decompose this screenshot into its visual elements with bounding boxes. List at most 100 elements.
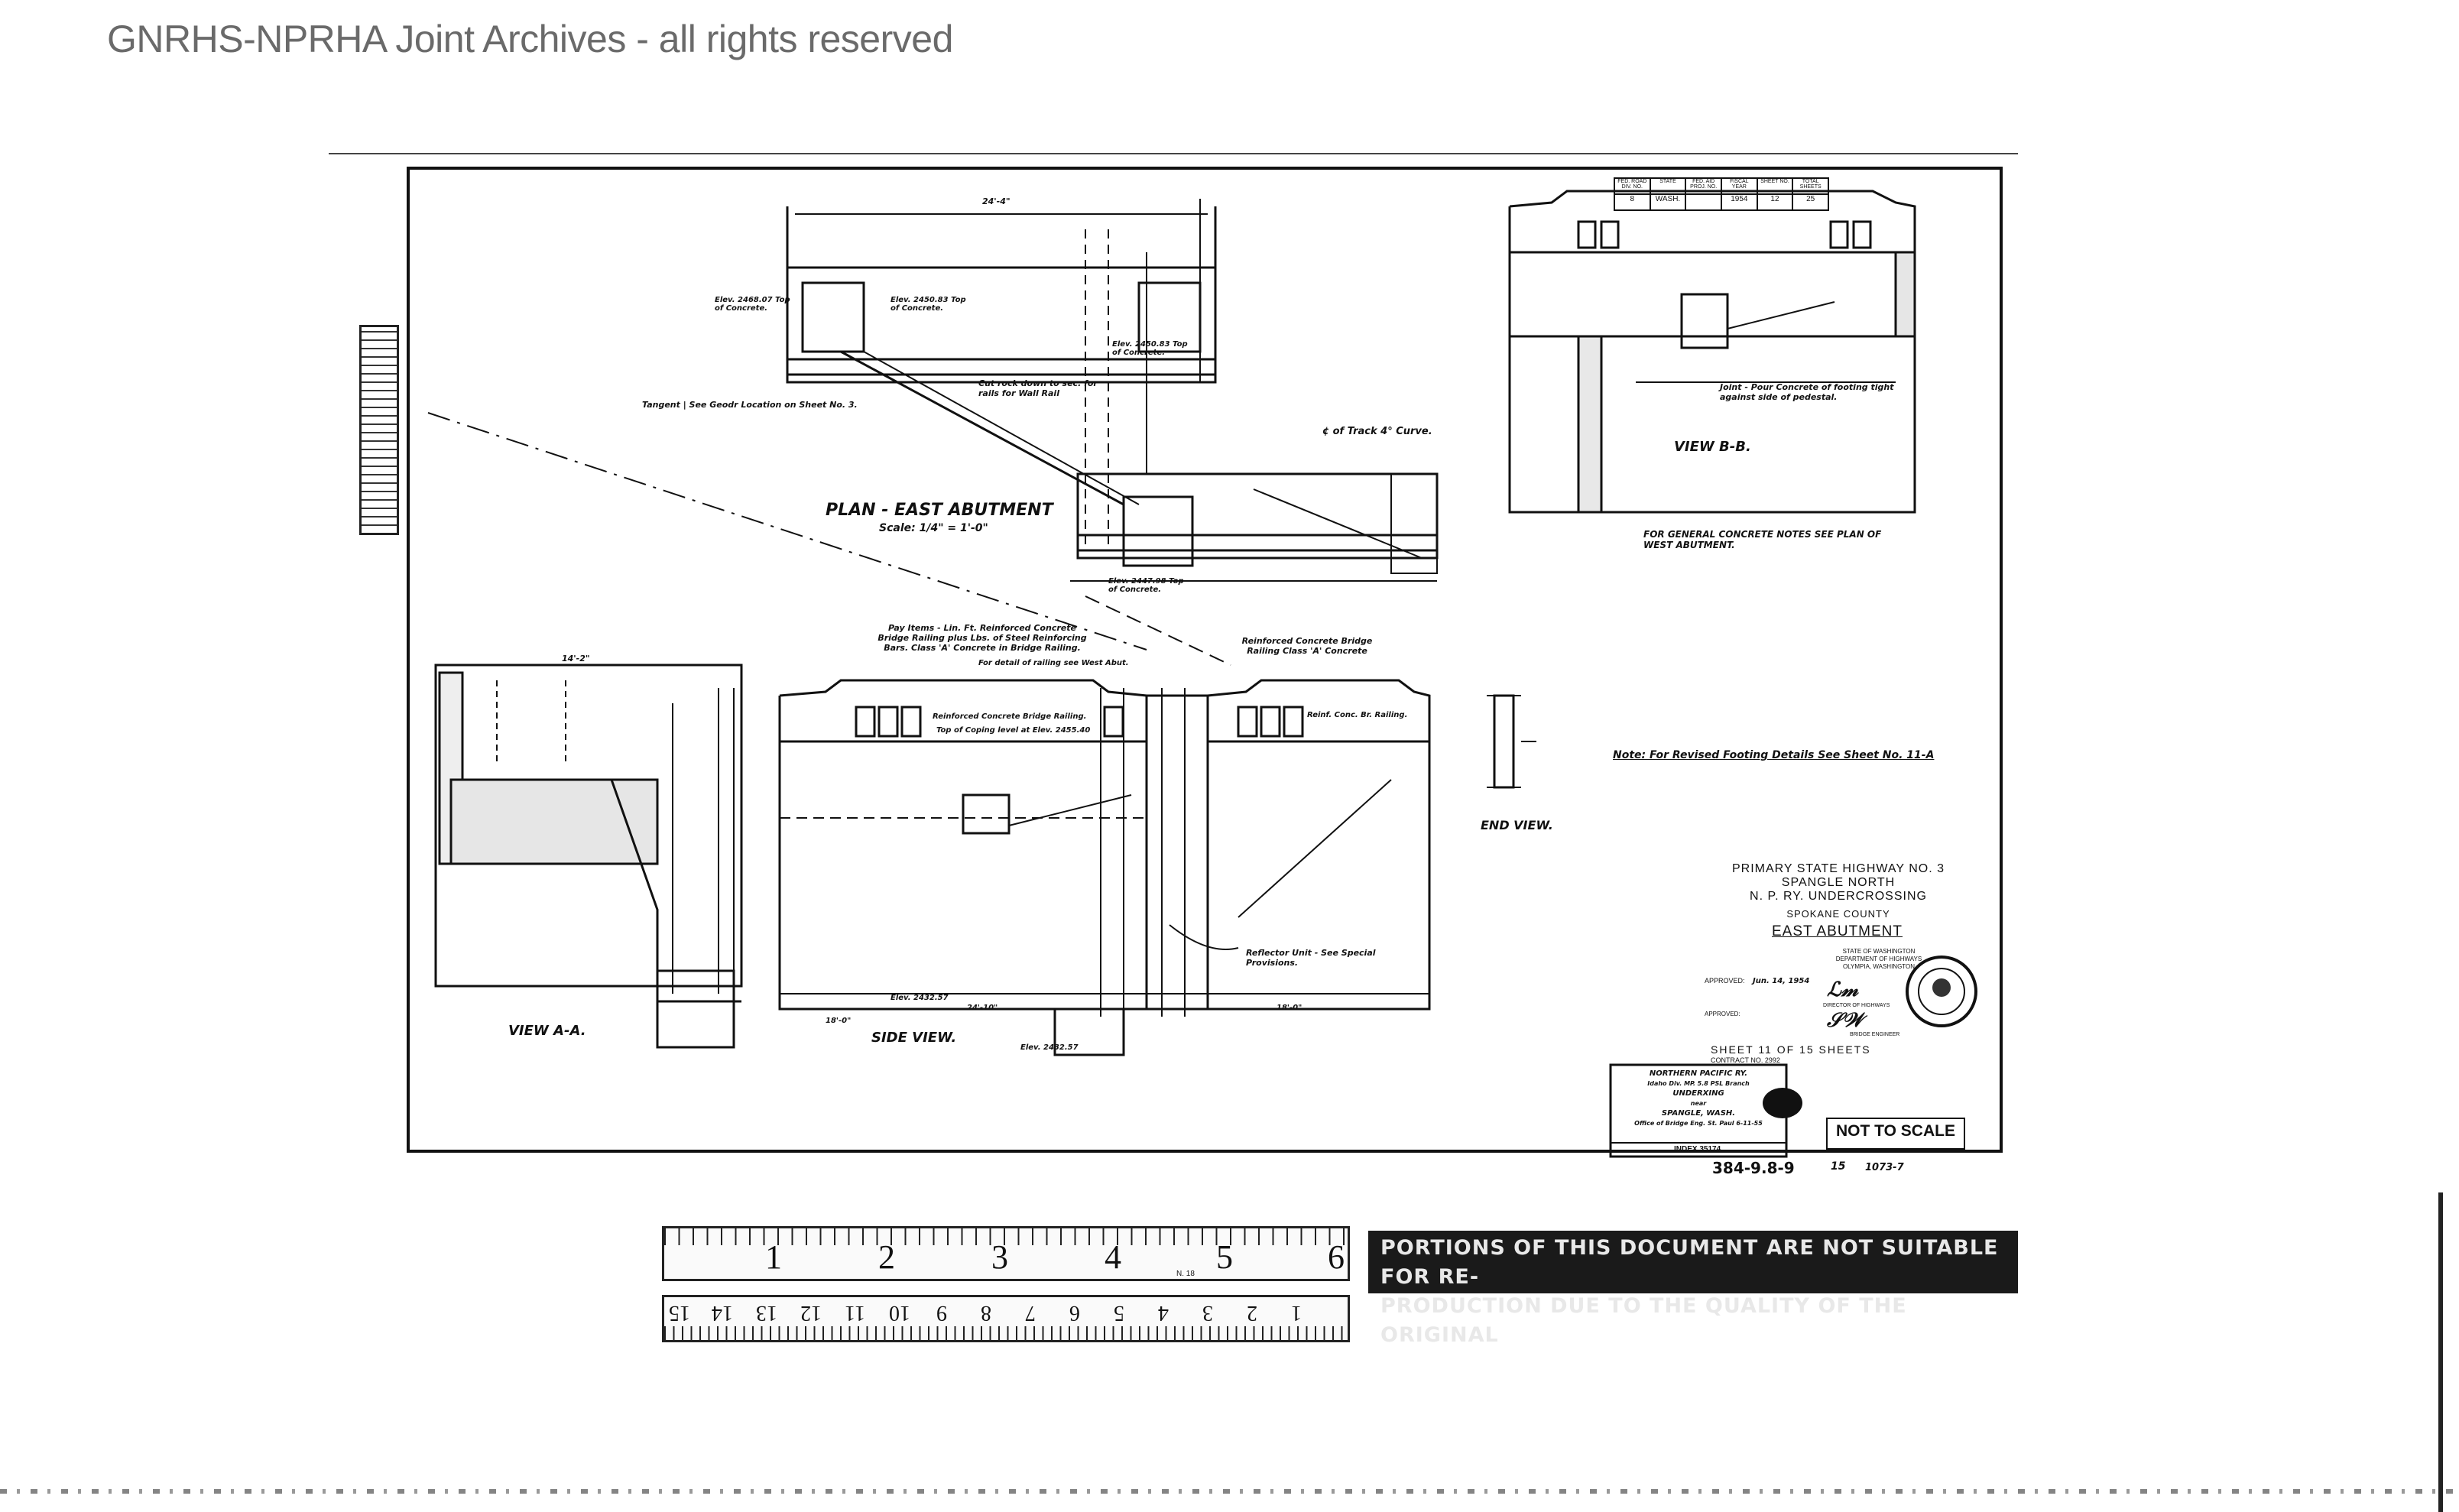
drawing-number: 384-9.8-9 xyxy=(1712,1159,1795,1177)
agency-block: STATE OF WASHINGTON DEPARTMENT OF HIGHWA… xyxy=(1818,948,1940,971)
end-view-label: END VIEW. xyxy=(1481,818,1553,832)
railing-label-side: Reinforced Concrete Bridge Railing. xyxy=(933,712,1087,721)
contract-no: CONTRACT NO. 2992 xyxy=(1711,1056,1780,1064)
dim-side-right: 18'-0" xyxy=(1277,1004,1302,1012)
reproduction-disclaimer: PORTIONS OF THIS DOCUMENT ARE NOT SUITAB… xyxy=(1368,1231,2018,1347)
value-cell: 1954 xyxy=(1721,194,1757,210)
tangent-note: Tangent | See Geodr Location on Sheet No… xyxy=(642,400,858,410)
view-bb xyxy=(1508,190,1916,514)
inch-label: 6 xyxy=(1328,1238,1345,1276)
elev-side-1: Elev. 2432.57 xyxy=(890,994,949,1002)
cm-label: 13 xyxy=(756,1301,777,1325)
project-line-4: SPOKANE COUNTY xyxy=(1786,908,1890,920)
footing-note: Note: For Revised Footing Details See Sh… xyxy=(1613,749,1935,761)
disclaimer-line-1: PORTIONS OF THIS DOCUMENT ARE NOT SUITAB… xyxy=(1380,1236,1999,1289)
value-cell: 8 xyxy=(1614,194,1650,210)
sheet-count: SHEET 11 OF 15 SHEETS xyxy=(1711,1043,1871,1056)
cm-label: 6 xyxy=(1069,1301,1080,1325)
header-cell: SHEET NO. xyxy=(1757,178,1793,194)
railing-label-right: Reinforced Concrete Bridge Railing Class… xyxy=(1241,636,1373,656)
elev-note-2: Elev. 2450.83 Top of Concrete. xyxy=(890,296,966,313)
elev-note-4: Elev. 2447.98 Top of Concrete. xyxy=(1108,577,1184,594)
dim-side-span: 24'-10" xyxy=(967,1004,998,1012)
drawing-suffix: 15 xyxy=(1831,1160,1846,1173)
dim-side-left: 18'-0" xyxy=(826,1017,852,1025)
reinf-rail-note: Reinf. Conc. Br. Railing. xyxy=(1307,711,1408,719)
archive-watermark: GNRHS-NPRHA Joint Archives - all rights … xyxy=(107,18,953,60)
inch-label: 2 xyxy=(878,1238,895,1276)
side-view-label: SIDE VIEW. xyxy=(871,1030,957,1046)
header-cell: FISCAL YEAR xyxy=(1721,178,1757,194)
plan-east-abutment xyxy=(427,199,1439,666)
inch-ruler: 1 2 3 4 5 6 N. 18 xyxy=(662,1226,1350,1281)
scan-right-edge xyxy=(2438,1192,2443,1512)
cm-label: 1 xyxy=(1291,1301,1302,1325)
ruler-maker: N. 18 xyxy=(1176,1270,1195,1278)
plan-scale: Scale: 1/4" = 1'-0" xyxy=(879,522,988,534)
cm-label: 14 xyxy=(712,1301,733,1325)
cm-label: 15 xyxy=(669,1301,690,1325)
cut-rock-note: Cut rock down to sec. for rails for Wall… xyxy=(978,378,1098,398)
end-view xyxy=(1487,694,1536,789)
drawing-sheet xyxy=(407,167,2003,1153)
cm-label: 2 xyxy=(1247,1301,1257,1325)
pay-items-note: Pay Items - Lin. Ft. Reinforced Concrete… xyxy=(878,623,1087,653)
cm-label: 11 xyxy=(845,1301,865,1325)
cm-label: 9 xyxy=(936,1301,947,1325)
project-line-2: SPANGLE NORTH xyxy=(1781,876,1896,889)
cm-label: 4 xyxy=(1158,1301,1169,1325)
elev-side-2: Elev. 2432.57 xyxy=(1020,1043,1079,1052)
header-cell: TOTAL SHEETS xyxy=(1792,178,1828,194)
railway-line-3: UNDERXING xyxy=(1672,1089,1724,1098)
ink-blot xyxy=(1763,1088,1802,1118)
project-line-1: PRIMARY STATE HIGHWAY NO. 3 xyxy=(1731,862,1945,875)
reflector-note: Reflector Unit - See Special Provisions. xyxy=(1246,948,1376,968)
disclaimer-line-2: PRODUCTION DUE TO THE QUALITY OF THE ORI… xyxy=(1380,1294,1907,1347)
view-bb-label: VIEW B-B. xyxy=(1674,439,1751,455)
sheet-name: EAST ABUTMENT xyxy=(1772,923,1903,939)
bridge-engineer-title: BRIDGE ENGINEER xyxy=(1850,1032,1900,1037)
revision-strip xyxy=(359,325,399,535)
header-cell: FED. AID PROJ. NO. xyxy=(1685,178,1721,194)
approved-date: Jun. 14, 1954 xyxy=(1753,977,1810,985)
header-cell: FED. ROAD DIV. NO. xyxy=(1614,178,1650,194)
index-number: INDEX 35174 xyxy=(1674,1145,1721,1153)
agency-dept: DEPARTMENT OF HIGHWAYS xyxy=(1835,956,1922,962)
railing-detail-note: For detail of railing see West Abut. xyxy=(978,659,1129,667)
value-cell xyxy=(1685,194,1721,210)
header-cell: STATE xyxy=(1650,178,1686,194)
approved-row: APPROVED: Jun. 14, 1954 xyxy=(1705,977,1809,985)
agency-city: OLYMPIA, WASHINGTON xyxy=(1842,963,1916,970)
scan-edge-noise xyxy=(0,1489,2459,1494)
elev-note-1: Elev. 2468.07 Top of Concrete. xyxy=(715,296,790,313)
dim-aa-top: 14'-2" xyxy=(562,654,590,664)
dim-plan-top: 24'-4" xyxy=(982,196,1011,206)
project-title-block: PRIMARY STATE HIGHWAY NO. 3 SPANGLE NORT… xyxy=(1705,862,1972,920)
cm-label: 8 xyxy=(981,1301,991,1325)
concrete-note: FOR GENERAL CONCRETE NOTES SEE PLAN OF W… xyxy=(1643,529,1882,550)
cm-label: 7 xyxy=(1025,1301,1036,1325)
cm-label: 3 xyxy=(1202,1301,1213,1325)
inch-label: 1 xyxy=(765,1238,782,1276)
value-cell: 12 xyxy=(1757,194,1793,210)
state-seal xyxy=(1906,956,1977,1027)
coping-note: Top of Coping level at Elev. 2455.40 xyxy=(936,726,1091,735)
railway-line-1: NORTHERN PACIFIC RY. xyxy=(1649,1069,1748,1078)
plan-title: PLAN - EAST ABUTMENT xyxy=(826,501,1053,520)
engineer-signature: 𝒮𝒲 xyxy=(1827,1009,1864,1032)
approved-label-2: APPROVED: xyxy=(1705,1011,1740,1017)
railway-line-4: near xyxy=(1690,1100,1707,1107)
side-view xyxy=(778,679,1431,1056)
view-aa-label: VIEW A-A. xyxy=(508,1023,586,1039)
curve-note: ¢ of Track 4° Curve. xyxy=(1322,426,1432,437)
not-to-scale-stamp: NOT TO SCALE xyxy=(1836,1122,1955,1140)
director-signature: ℒ𝓂 xyxy=(1827,978,1858,1001)
inch-label: 5 xyxy=(1216,1238,1233,1276)
value-cell: 25 xyxy=(1792,194,1828,210)
drawing-ref: 1073-7 xyxy=(1865,1162,1904,1173)
project-line-3: N. P. RY. UNDERCROSSING xyxy=(1750,890,1927,903)
cm-label: 5 xyxy=(1114,1301,1124,1325)
view-aa-section xyxy=(434,664,743,1049)
top-rule xyxy=(329,153,2018,154)
